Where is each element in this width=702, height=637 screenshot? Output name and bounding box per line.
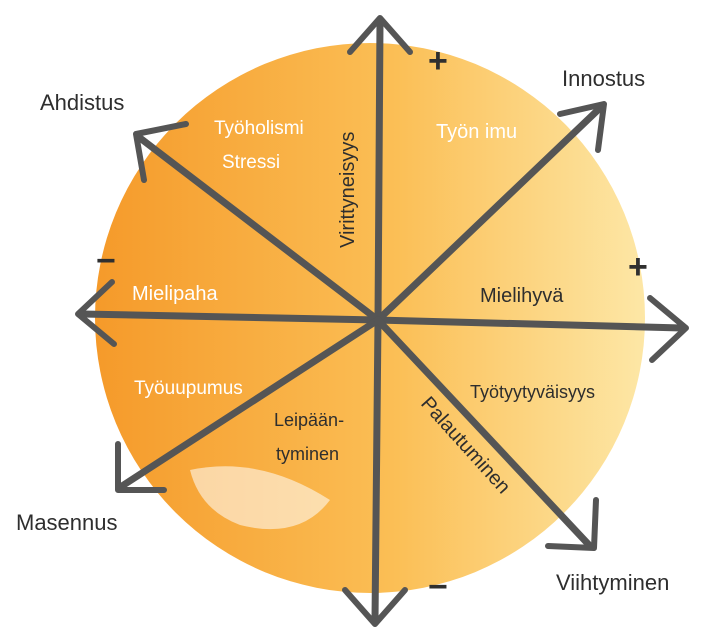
label-stressi: Stressi bbox=[222, 152, 280, 173]
arrow-up bbox=[378, 22, 380, 320]
label-viihtyminen: Viihtyminen bbox=[556, 570, 669, 595]
label-masennus: Masennus bbox=[16, 510, 118, 535]
label-ahdistus: Ahdistus bbox=[40, 90, 124, 115]
right-plus-sign: + bbox=[628, 248, 648, 286]
label-virittyneisyys: Virittyneisyys bbox=[337, 132, 359, 248]
bottom-minus-sign: − bbox=[428, 568, 448, 606]
top-plus-sign: + bbox=[428, 42, 448, 80]
label-tyon-imu: Työn imu bbox=[436, 121, 517, 143]
arrow-down bbox=[375, 320, 378, 620]
label-innostus: Innostus bbox=[562, 66, 645, 91]
label-mielihyva: Mielihyvä bbox=[480, 285, 564, 307]
label-mielipaha: Mielipaha bbox=[132, 283, 218, 305]
label-leipaan-line1: Leipään- bbox=[274, 410, 344, 430]
label-tyouupumus: Työuupumus bbox=[134, 378, 243, 399]
label-tyoholismi: Työholismi bbox=[214, 118, 304, 139]
left-minus-sign: − bbox=[96, 242, 116, 280]
label-leipaan-line2: tyminen bbox=[276, 444, 339, 464]
label-tyotyytyvaisyys: Työtyytyväisyys bbox=[470, 382, 595, 402]
